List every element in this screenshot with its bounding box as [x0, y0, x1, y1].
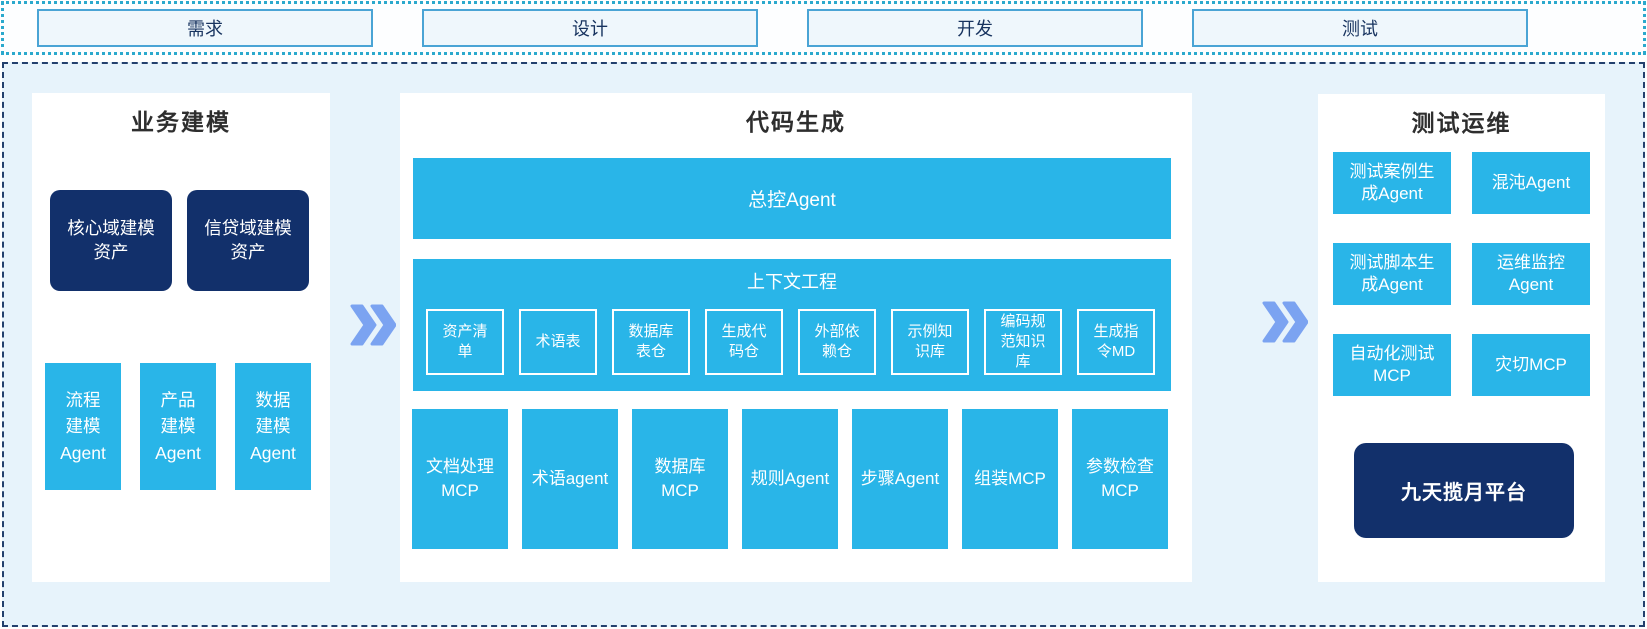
external-dependency-repo-box: 外部依 赖仓 — [798, 309, 876, 375]
ops-monitoring-agent-box: 运维监控 Agent — [1472, 243, 1590, 305]
coding-standards-knowledge-base-box: 编码规 范知识 库 — [984, 309, 1062, 375]
phase-testing: 测试 — [1192, 9, 1528, 47]
jiutian-lanyue-platform-box: 九天揽月平台 — [1354, 443, 1574, 538]
glossary-agent-box: 术语agent — [522, 409, 618, 549]
generation-instruction-md-box: 生成指 令MD — [1077, 309, 1155, 375]
context-engineering-panel: 上下文工程 资产清 单 术语表 数据库 表仓 生成代 码仓 外部依 赖仓 示例知… — [413, 259, 1171, 391]
example-knowledge-base-box: 示例知 识库 — [891, 309, 969, 375]
phase-strip: 需求 设计 开发 测试 — [1, 1, 1646, 55]
code-generation-tools-row: 文档处理 MCP 术语agent 数据库 MCP 规则Agent 步骤Agent… — [412, 409, 1168, 549]
database-table-repo-box: 数据库 表仓 — [612, 309, 690, 375]
test-case-generation-agent-box: 测试案例生 成Agent — [1333, 152, 1451, 214]
master-control-agent-bar: 总控Agent — [413, 158, 1171, 239]
assembly-mcp-box: 组装MCP — [962, 409, 1058, 549]
process-modeling-agent-box: 流程 建模 Agent — [45, 363, 121, 490]
business-modeling-title: 业务建模 — [131, 109, 231, 135]
test-operations-grid: 测试案例生 成Agent 混沌Agent 测试脚本生 成Agent 运维监控 A… — [1333, 152, 1590, 396]
database-mcp-box: 数据库 MCP — [632, 409, 728, 549]
rule-agent-box: 规则Agent — [742, 409, 838, 549]
section-code-generation: 代码生成 总控Agent 上下文工程 资产清 单 术语表 数据库 表仓 生成代 … — [400, 93, 1192, 582]
section-business-modeling: 业务建模 核心域建模 资产 信贷域建模 资产 流程 建模 Agent 产品 建模… — [32, 93, 330, 582]
document-processing-mcp-box: 文档处理 MCP — [412, 409, 508, 549]
test-script-generation-agent-box: 测试脚本生 成Agent — [1333, 243, 1451, 305]
step-agent-box: 步骤Agent — [852, 409, 948, 549]
parameter-check-mcp-box: 参数检查 MCP — [1072, 409, 1168, 549]
core-domain-modeling-assets-box: 核心域建模 资产 — [50, 190, 172, 291]
credit-domain-modeling-assets-box: 信贷域建模 资产 — [187, 190, 309, 291]
context-engineering-items: 资产清 单 术语表 数据库 表仓 生成代 码仓 外部依 赖仓 示例知 识库 编码… — [426, 309, 1155, 375]
asset-list-box: 资产清 单 — [426, 309, 504, 375]
architecture-container: 业务建模 核心域建模 资产 信贷域建模 资产 流程 建模 Agent 产品 建模… — [2, 62, 1645, 627]
product-modeling-agent-box: 产品 建模 Agent — [140, 363, 216, 490]
context-engineering-title: 上下文工程 — [747, 272, 837, 292]
phase-design: 设计 — [422, 9, 758, 47]
section-test-operations: 测试运维 测试案例生 成Agent 混沌Agent 测试脚本生 成Agent 运… — [1318, 94, 1605, 582]
code-generation-title: 代码生成 — [746, 109, 846, 135]
phase-requirements: 需求 — [37, 9, 373, 47]
phase-development: 开发 — [807, 9, 1143, 47]
chevron-right-icon — [350, 304, 396, 346]
automated-testing-mcp-box: 自动化测试 MCP — [1333, 334, 1451, 396]
generated-code-repo-box: 生成代 码仓 — [705, 309, 783, 375]
chevron-right-icon — [1262, 301, 1308, 343]
test-operations-title: 测试运维 — [1411, 110, 1512, 136]
modeling-assets-row: 核心域建模 资产 信贷域建模 资产 — [50, 190, 309, 291]
chaos-agent-box: 混沌Agent — [1472, 152, 1590, 214]
disaster-switch-mcp-box: 灾切MCP — [1472, 334, 1590, 396]
data-modeling-agent-box: 数据 建模 Agent — [235, 363, 311, 490]
glossary-box: 术语表 — [519, 309, 597, 375]
modeling-agents-row: 流程 建模 Agent 产品 建模 Agent 数据 建模 Agent — [45, 363, 311, 490]
